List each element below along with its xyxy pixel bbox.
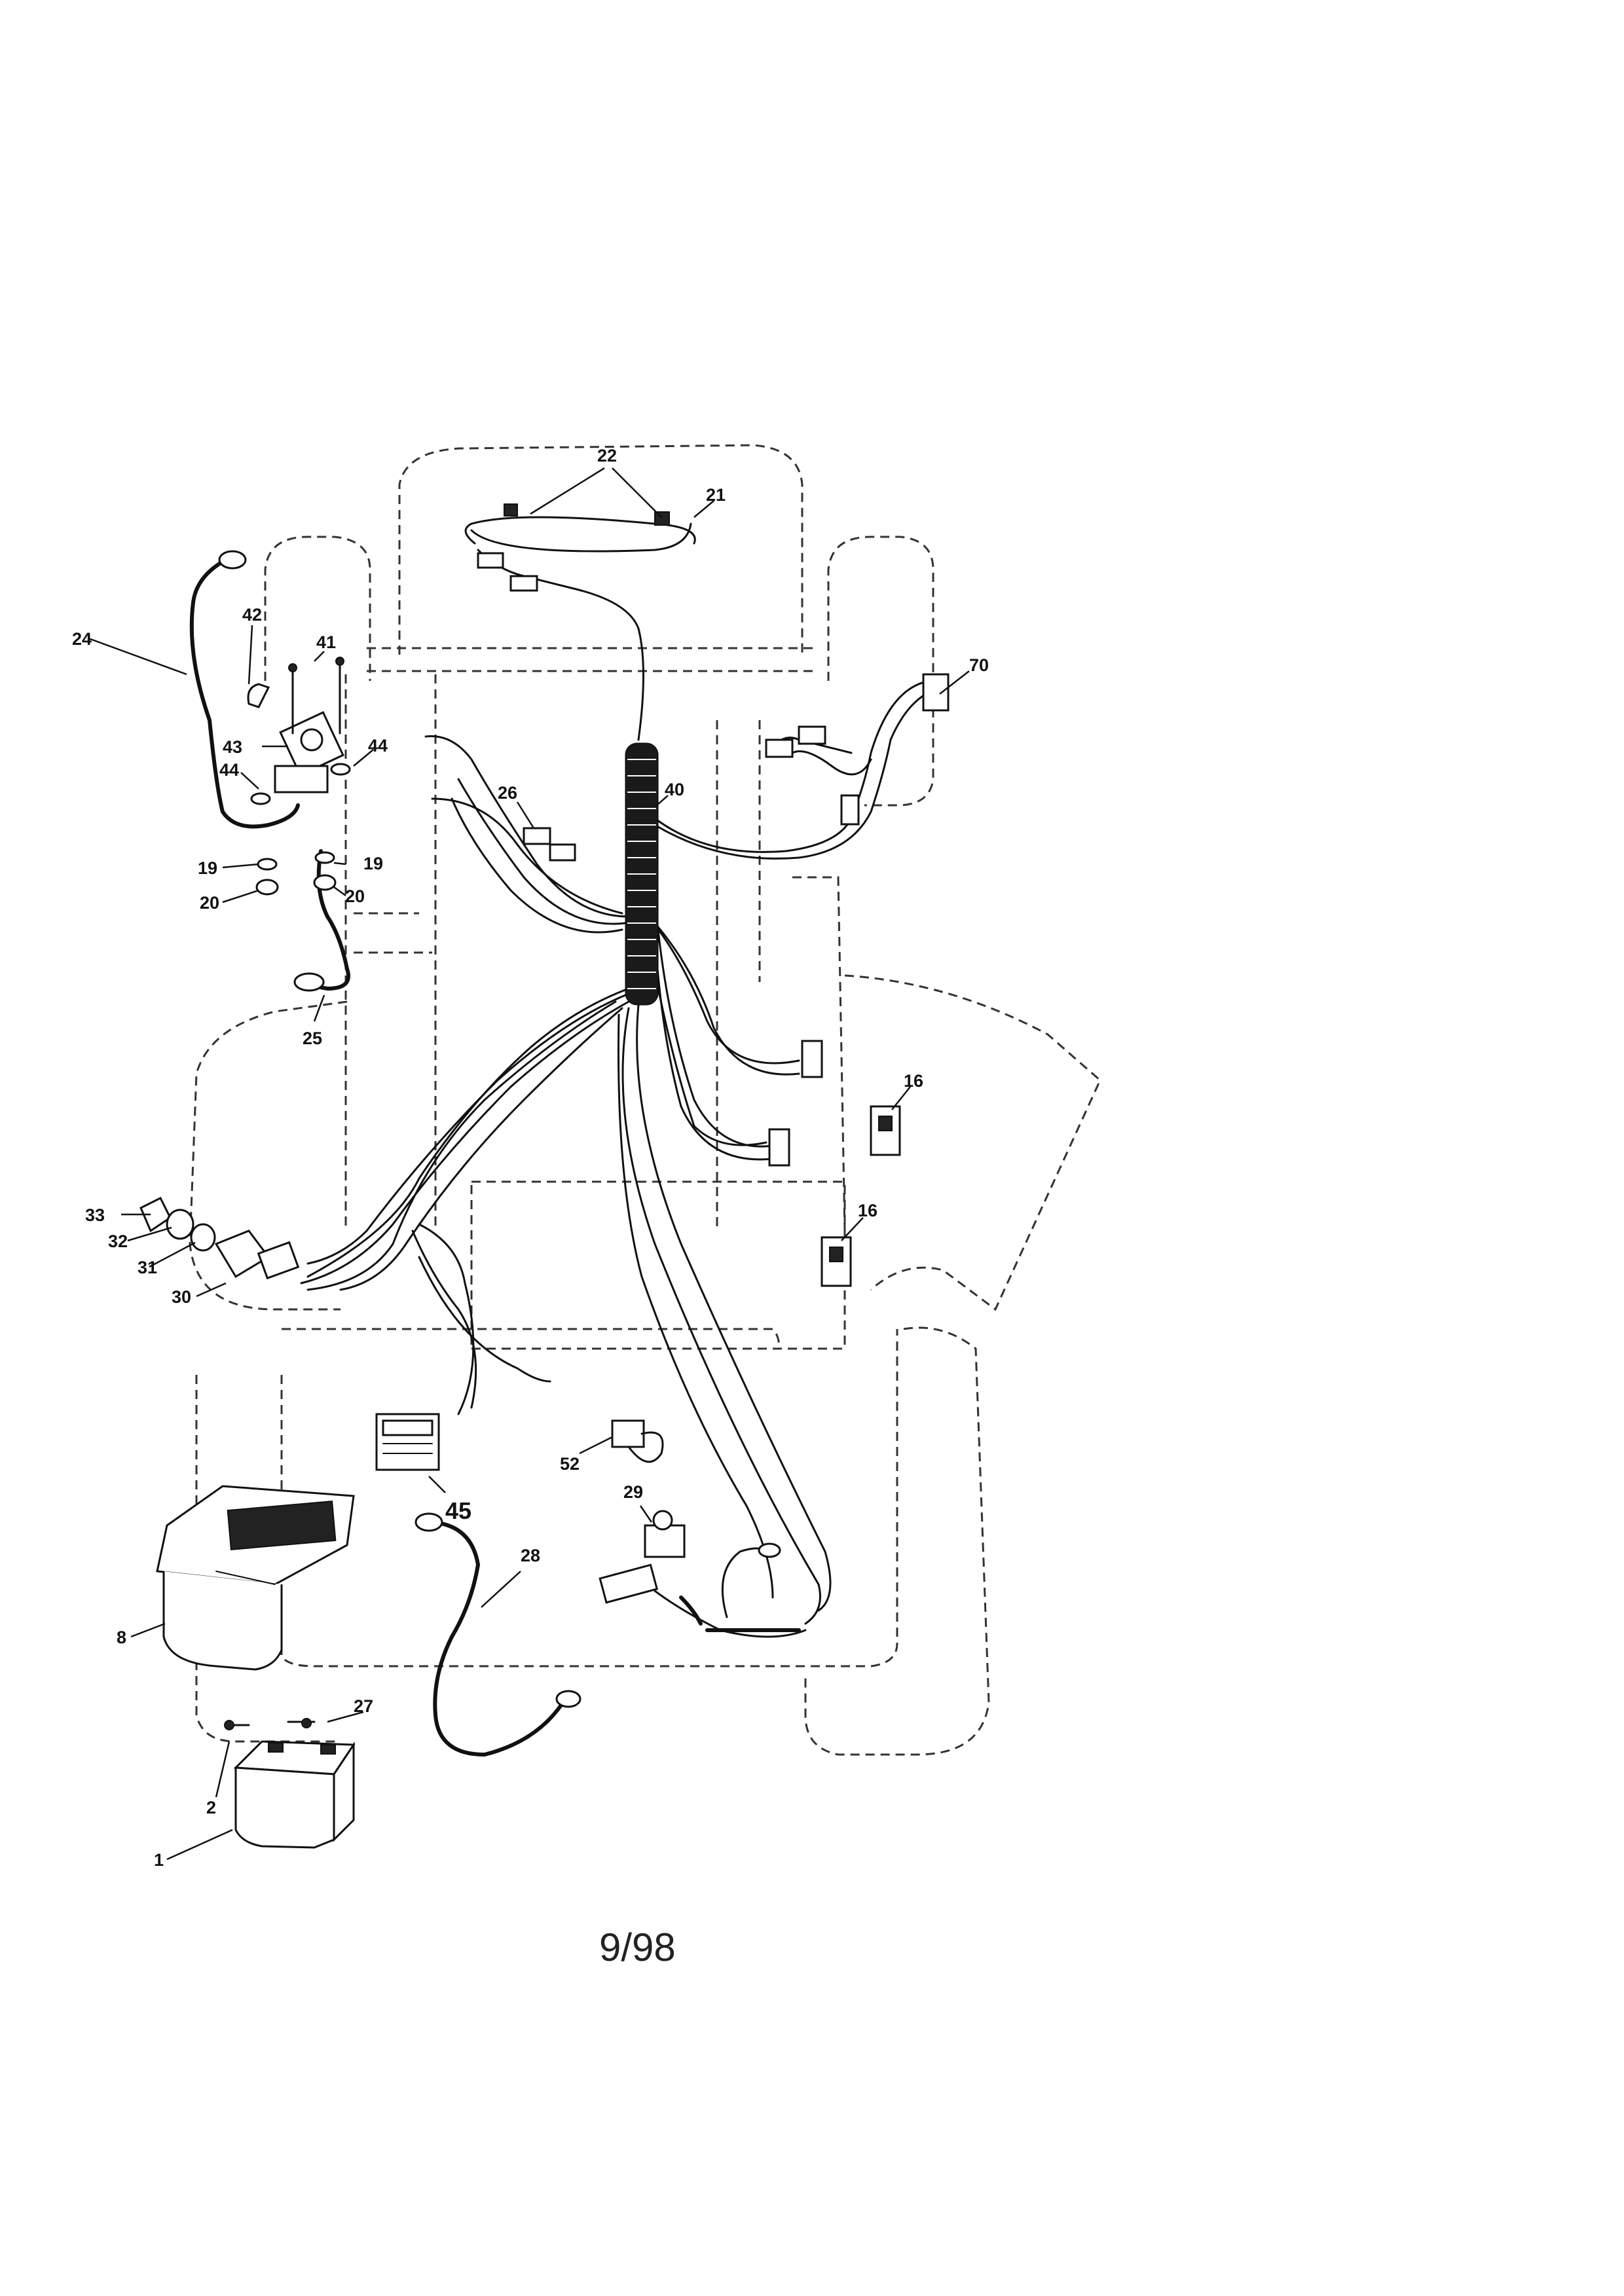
callout-40: 40 xyxy=(665,780,684,799)
callout-45: 45 xyxy=(445,1497,471,1524)
footer-date: 9/98 xyxy=(599,1925,676,1969)
callout-21: 21 xyxy=(706,485,726,505)
callout-32: 32 xyxy=(108,1231,128,1251)
callout-30: 30 xyxy=(172,1287,191,1307)
harness-connectors xyxy=(523,673,950,1167)
cable-25 xyxy=(293,849,350,992)
regulator xyxy=(375,1413,440,1471)
callout-8: 8 xyxy=(117,1628,126,1647)
module-52 xyxy=(611,1419,664,1463)
ignition-switch xyxy=(139,1196,300,1280)
callout-1: 1 xyxy=(154,1850,164,1870)
callout-16-upper: 16 xyxy=(904,1071,923,1091)
callout-25: 25 xyxy=(303,1029,322,1048)
coil-29 xyxy=(599,1510,807,1638)
callout-70: 70 xyxy=(969,655,989,675)
callout-28: 28 xyxy=(521,1546,540,1565)
callout-31: 31 xyxy=(138,1258,157,1277)
starter-solenoid xyxy=(247,657,351,896)
callout-42: 42 xyxy=(242,605,262,625)
callout-43: 43 xyxy=(223,737,242,757)
callout-2: 2 xyxy=(206,1798,216,1817)
battery-cable-24 xyxy=(189,550,300,829)
callout-27: 27 xyxy=(354,1696,373,1716)
callout-24: 24 xyxy=(72,629,92,649)
callout-leaders xyxy=(88,467,970,1861)
callout-labels: 22 21 24 42 41 43 44 44 19 19 20 20 25 2… xyxy=(72,446,989,1870)
callout-16-lower: 16 xyxy=(858,1201,877,1220)
callout-20-left: 20 xyxy=(200,893,219,913)
interlock-switch xyxy=(821,1105,901,1287)
battery-tray xyxy=(156,1485,355,1671)
callout-20-right: 20 xyxy=(345,886,365,906)
harness-loom xyxy=(625,742,659,1006)
ground-cable-28 xyxy=(415,1512,581,1757)
callout-22: 22 xyxy=(597,446,617,465)
callout-41: 41 xyxy=(316,632,336,652)
callout-33: 33 xyxy=(85,1205,105,1225)
callout-19-right: 19 xyxy=(363,854,383,873)
main-harness xyxy=(300,503,944,1625)
battery xyxy=(224,1718,356,1849)
callout-44-left: 44 xyxy=(219,760,239,780)
callout-26: 26 xyxy=(498,783,517,803)
callout-19-left: 19 xyxy=(198,858,217,878)
callout-44-right: 44 xyxy=(368,736,388,756)
callout-29: 29 xyxy=(623,1482,643,1502)
callout-52: 52 xyxy=(560,1454,580,1474)
